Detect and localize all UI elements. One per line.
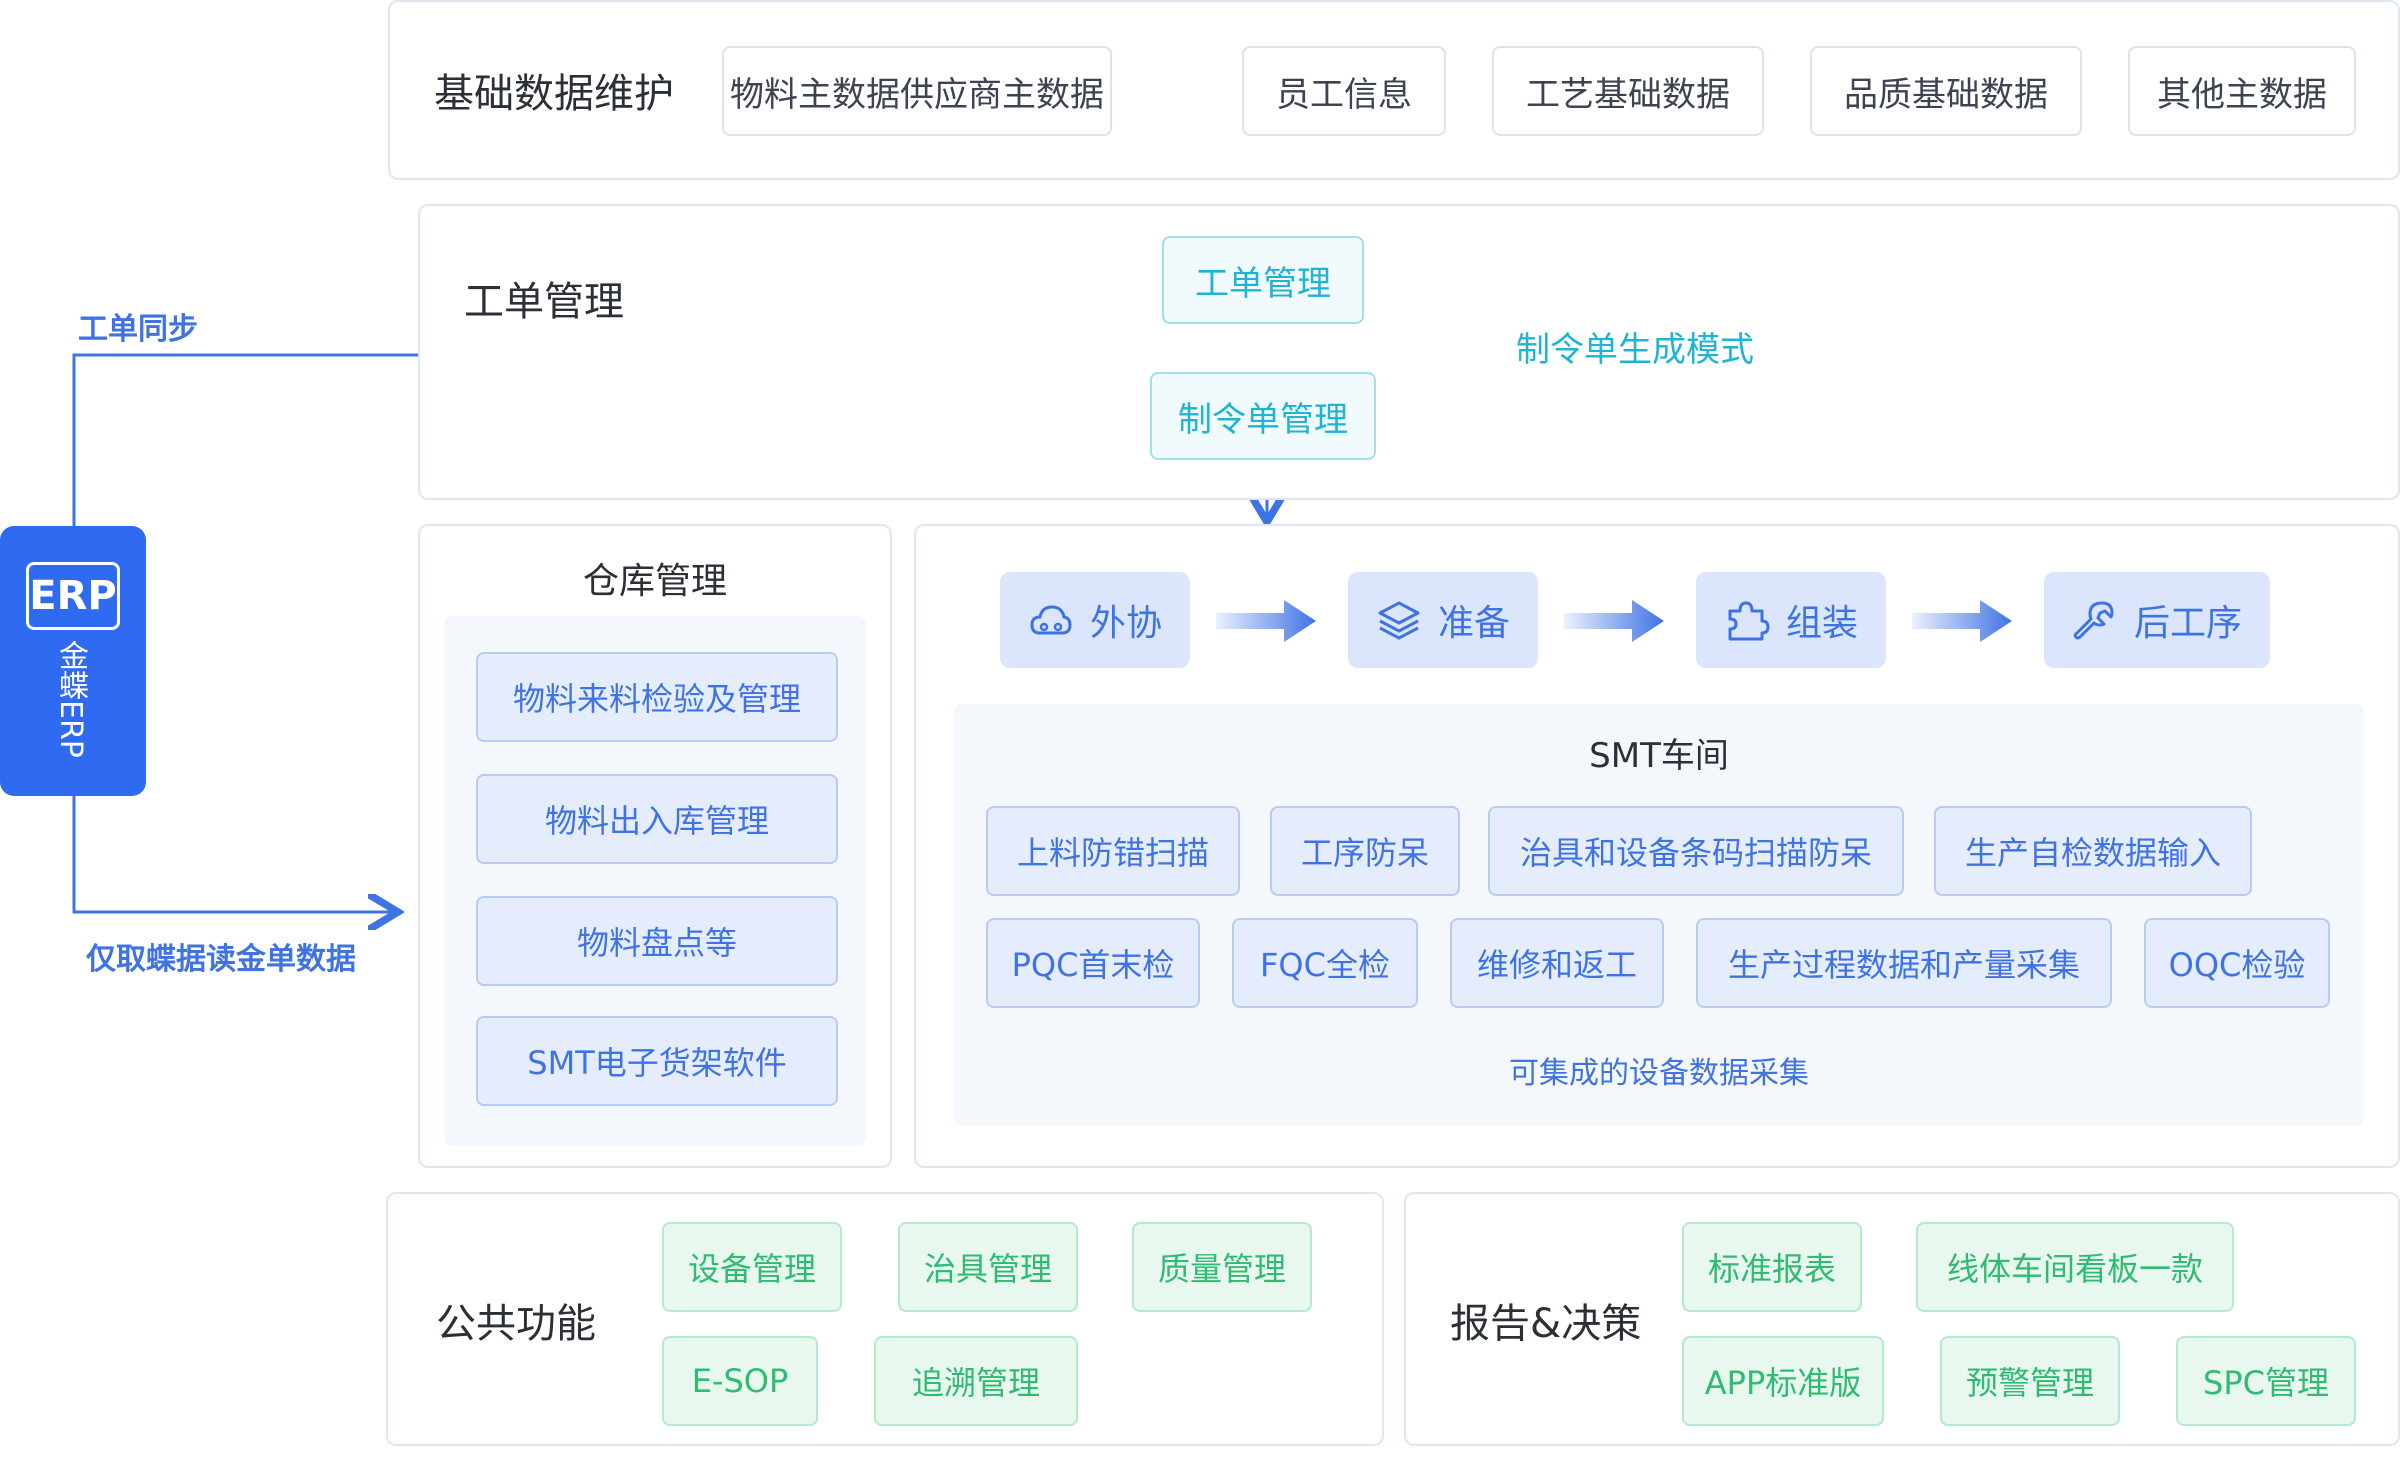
smt-item[interactable]: OQC检验 xyxy=(2144,918,2330,1008)
erp-logo-text: ERP xyxy=(29,573,117,619)
work-order-title: 工单管理 xyxy=(464,279,624,325)
reports-title: 报告&决策 xyxy=(1450,1301,1642,1347)
basic-data-item[interactable]: 工艺基础数据 xyxy=(1492,46,1764,136)
public-function-item[interactable]: 追溯管理 xyxy=(874,1336,1078,1426)
smt-footer: 可集成的设备数据采集 xyxy=(1509,1056,1809,1091)
basic-data-title: 基础数据维护 xyxy=(434,71,674,117)
smt-title: SMT车间 xyxy=(1589,736,1729,776)
report-item[interactable]: APP标准版 xyxy=(1682,1336,1884,1426)
basic-data-item[interactable]: 其他主数据 xyxy=(2128,46,2356,136)
report-item[interactable]: 预警管理 xyxy=(1940,1336,2120,1426)
cloud-icon xyxy=(1030,605,1072,635)
layers-icon xyxy=(1378,601,1420,640)
stage-label: 组装 xyxy=(1785,603,1858,644)
public-function-item[interactable]: 设备管理 xyxy=(662,1222,842,1312)
erp-block[interactable]: ERP 金蝶ERP xyxy=(0,526,146,796)
stage-label: 准备 xyxy=(1437,603,1510,644)
smt-item[interactable]: PQC首末检 xyxy=(986,918,1200,1008)
read-line xyxy=(72,790,398,912)
warehouse-item[interactable]: 物料来料检验及管理 xyxy=(476,652,838,742)
flow-arrow-icon xyxy=(1564,600,1664,642)
stage-assemble[interactable]: 组装 xyxy=(1696,572,1886,668)
public-function-item[interactable]: 治具管理 xyxy=(898,1222,1078,1312)
stage-outsource[interactable]: 外协 xyxy=(1000,572,1190,668)
work-order-node[interactable]: 工单管理 xyxy=(1162,236,1364,324)
reports-panel: 报告&决策 标准报表 线体车间看板一款 APP标准版 预警管理 SPC管理 xyxy=(1404,1192,2400,1446)
basic-data-item[interactable]: 品质基础数据 xyxy=(1810,46,2082,136)
warehouse-item[interactable]: 物料出入库管理 xyxy=(476,774,838,864)
basic-data-panel: 基础数据维护 物料主数据供应商主数据 员工信息 工艺基础数据 品质基础数据 其他… xyxy=(388,0,2400,180)
puzzle-icon xyxy=(1728,601,1770,641)
erp-logo: ERP xyxy=(26,562,120,630)
stage-label: 外协 xyxy=(1089,603,1162,644)
public-function-item[interactable]: E-SOP xyxy=(662,1336,818,1426)
warehouse-item[interactable]: SMT电子货架软件 xyxy=(476,1016,838,1106)
flow-arrow-icon xyxy=(1216,600,1316,642)
public-functions-panel: 公共功能 设备管理 治具管理 质量管理 E-SOP 追溯管理 xyxy=(386,1192,1384,1446)
stage-label: 后工序 xyxy=(2133,603,2242,644)
smt-item[interactable]: 生产自检数据输入 xyxy=(1934,806,2252,896)
smt-item[interactable]: 上料防错扫描 xyxy=(986,806,1240,896)
read-label: 仅取蝶据读金单数据 xyxy=(86,942,356,977)
process-panel: 外协 准备 组装 后工序 SMT车间 上料防错扫描 工序防呆 治具和设备条码扫描… xyxy=(914,524,2400,1168)
public-function-item[interactable]: 质量管理 xyxy=(1132,1222,1312,1312)
warehouse-item[interactable]: 物料盘点等 xyxy=(476,896,838,986)
warehouse-inner: 物料来料检验及管理 物料出入库管理 物料盘点等 SMT电子货架软件 xyxy=(444,616,866,1146)
warehouse-title: 仓库管理 xyxy=(582,561,727,602)
smt-item[interactable]: 生产过程数据和产量采集 xyxy=(1696,918,2112,1008)
smt-workshop: SMT车间 上料防错扫描 工序防呆 治具和设备条码扫描防呆 生产自检数据输入 P… xyxy=(954,704,2364,1126)
warehouse-panel: 仓库管理 物料来料检验及管理 物料出入库管理 物料盘点等 SMT电子货架软件 xyxy=(418,524,892,1168)
smt-item[interactable]: 维修和返工 xyxy=(1450,918,1664,1008)
smt-item[interactable]: 治具和设备条码扫描防呆 xyxy=(1488,806,1904,896)
stage-post-process[interactable]: 后工序 xyxy=(2044,572,2270,668)
erp-name: 金蝶ERP xyxy=(53,640,88,758)
report-item[interactable]: 线体车间看板一款 xyxy=(1916,1222,2234,1312)
stage-prepare[interactable]: 准备 xyxy=(1348,572,1538,668)
smt-item[interactable]: 工序防呆 xyxy=(1270,806,1460,896)
basic-data-item[interactable]: 物料主数据供应商主数据 xyxy=(722,46,1112,136)
manufacture-order-node[interactable]: 制令单管理 xyxy=(1150,372,1376,460)
flow-arrow-icon xyxy=(1912,600,2012,642)
basic-data-item[interactable]: 员工信息 xyxy=(1242,46,1446,136)
report-item[interactable]: SPC管理 xyxy=(2176,1336,2356,1426)
work-order-panel: 工单管理 xyxy=(418,204,2400,500)
mode-label: 制令单生成模式 xyxy=(1516,330,1754,370)
wrench-icon xyxy=(2073,601,2114,640)
public-functions-title: 公共功能 xyxy=(436,1301,596,1347)
smt-item[interactable]: FQC全检 xyxy=(1232,918,1418,1008)
sync-label: 工单同步 xyxy=(78,312,198,347)
report-item[interactable]: 标准报表 xyxy=(1682,1222,1862,1312)
